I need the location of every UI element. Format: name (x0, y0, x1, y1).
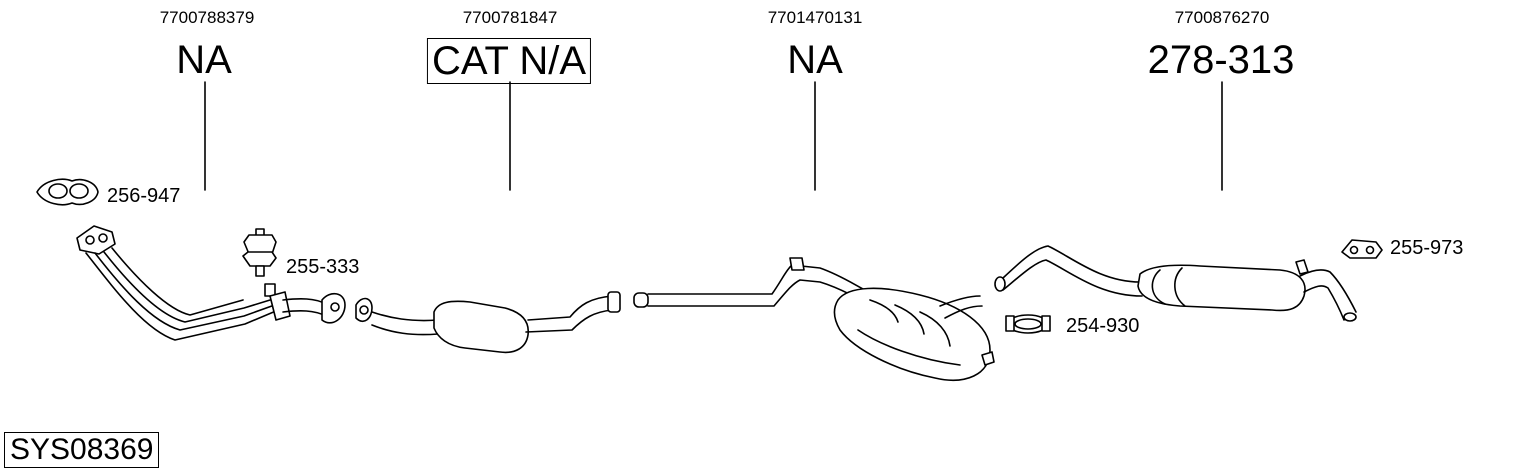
accessory-label-gasket[interactable]: 256-947 (107, 185, 181, 207)
leader-lines (204, 81, 1223, 191)
part-oe-number: 7701470131 (767, 8, 863, 27)
accessory-label-hanger[interactable]: 255-973 (1390, 237, 1464, 259)
hanger-icon[interactable] (1341, 239, 1383, 259)
front-downpipe[interactable] (76, 225, 346, 341)
part-ref-centre-silencer[interactable]: NA (787, 38, 843, 82)
accessory-label-clamp[interactable]: 254-930 (1066, 315, 1140, 337)
part-ref-rear-silencer[interactable]: 278-313 (1147, 38, 1295, 82)
gasket-icon[interactable] (36, 178, 99, 206)
mounting-rubber-icon[interactable] (242, 228, 277, 277)
rear-silencer[interactable] (994, 245, 1357, 322)
part-ref-catalyst[interactable]: CAT N/A (426, 38, 592, 84)
accessory-label-mounting[interactable]: 255-333 (286, 256, 360, 278)
clamp-icon[interactable] (1005, 314, 1051, 334)
part-oe-number: 7700781847 (462, 8, 558, 27)
part-ref-front-pipe[interactable]: NA (176, 38, 232, 82)
system-code: SYS08369 (4, 432, 160, 468)
part-oe-number: 7700788379 (159, 8, 255, 27)
catalytic-converter[interactable] (355, 291, 621, 354)
centre-silencer[interactable] (633, 257, 995, 381)
part-oe-number: 7700876270 (1174, 8, 1270, 27)
